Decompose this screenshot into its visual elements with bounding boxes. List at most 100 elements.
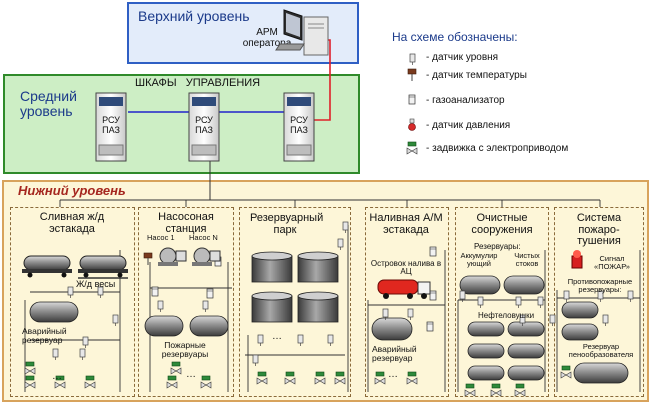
filling-title: Наливная А/М эстакада	[369, 212, 443, 236]
motor-valve-icon	[284, 371, 296, 385]
motor-valve-icon	[490, 383, 502, 397]
motor-valve-icon	[200, 375, 212, 389]
treatment-title: Очистные сооружения	[471, 212, 533, 236]
section-fire	[554, 207, 644, 397]
pump-fire-tank-1	[144, 315, 184, 337]
pump-title: Насосоная станция	[158, 211, 214, 235]
oil-trap-1	[467, 321, 505, 337]
treatment-oil-traps-label: Нефтеловушки	[478, 311, 535, 320]
level-sensor-icon	[515, 296, 522, 308]
filling-emergency-tank	[371, 317, 413, 341]
level-sensor-icon	[202, 300, 209, 312]
level-sensor-icon	[112, 314, 119, 326]
legend-item-5: - задвижка с электроприводом	[426, 143, 569, 154]
section-rail	[10, 207, 135, 397]
pump-n-label: Насос N	[189, 233, 218, 242]
tank-park-tank-2	[297, 251, 339, 283]
treatment-accum-label: Аккумулир ующий	[460, 251, 498, 268]
motor-valve-icon	[166, 375, 178, 389]
motor-valve-icon	[170, 361, 182, 375]
legend-title: На схеме обозначены:	[392, 30, 518, 44]
rail-cars	[22, 255, 128, 279]
legend-item-2: - датчик температуры	[426, 70, 527, 81]
section-pump	[138, 207, 234, 397]
fire-alarm-icon	[571, 250, 583, 269]
rail-emergency-tank	[29, 301, 79, 323]
level-sensor-icon	[67, 286, 74, 298]
level-sensor-icon	[597, 290, 604, 302]
motor-valve-icon	[24, 375, 36, 389]
level-sensor-icon	[519, 314, 526, 326]
level-sensor-icon	[477, 296, 484, 308]
level-sensor-icon	[257, 334, 264, 346]
fire-reservoir-2	[561, 323, 599, 341]
level-sensor-icon	[563, 290, 570, 302]
motor-valve-icon	[314, 371, 326, 385]
pump-dots: …	[186, 369, 196, 380]
rail-title: Сливная ж/д эстакада	[39, 211, 105, 235]
rail-dots: …	[52, 371, 62, 382]
level-sensor-icon	[459, 290, 466, 302]
level-sensor-icon	[157, 300, 164, 312]
fire-reservoir-1	[561, 301, 599, 319]
level-sensor-icon	[549, 314, 556, 326]
level-sensor-icon	[602, 314, 609, 326]
temperature-sensor-icon	[143, 252, 153, 265]
level-sensor-icon	[382, 308, 389, 320]
level-sensor-icon	[537, 296, 544, 308]
motor-valve-icon	[256, 371, 268, 385]
tank-park-tank-3	[251, 291, 293, 323]
oil-trap-6	[507, 365, 545, 381]
motor-valve-icon	[374, 371, 386, 385]
pump-1-label: Насос 1	[147, 233, 175, 242]
cabinets-title: ШКАФЫ УПРАВЛЕНИЯ	[135, 77, 261, 89]
tank-park-tank-1	[251, 251, 293, 283]
rail-scales-label: Ж/д весы	[76, 279, 116, 289]
legend-item-1: - датчик уровня	[426, 52, 499, 63]
gas-analyzer-icon	[426, 321, 434, 332]
section-treatment	[455, 207, 549, 397]
fire-title: Система пожаро- тушения	[576, 212, 622, 248]
fire-signal-label: Сигнал «ПОЖАР»	[594, 254, 630, 271]
level-sensor-icon	[297, 334, 304, 346]
pump-fire-tank-2	[189, 315, 229, 337]
rail-emergency-label: Аварийный резервуар	[22, 326, 67, 345]
pump-n-icon	[192, 247, 221, 266]
motor-valve-icon	[334, 371, 346, 385]
tank-park-title: Резервуарный парк	[250, 212, 324, 236]
pump-fire-tanks-label: Пожарные резервуары	[161, 340, 209, 359]
level-sensor-icon	[97, 286, 104, 298]
bottom-level-title: Нижний уровень	[18, 183, 126, 198]
level-sensor-icon	[82, 336, 89, 348]
temperature-sensor-icon	[407, 68, 417, 81]
pressure-sensor-icon	[408, 118, 416, 131]
treatment-clean-label: Чистых стоков	[514, 251, 540, 268]
filling-island-label: Островок налива в АЦ	[370, 259, 442, 277]
level-sensor-icon	[342, 221, 349, 233]
legend-item-3: - газоанализатор	[426, 95, 505, 106]
motor-valve-icon	[84, 375, 96, 389]
fire-foam-label: Резервуар пенообразователя	[568, 342, 634, 359]
treatment-tanks-label: Резервуары:	[474, 242, 521, 251]
oil-trap-5	[507, 343, 545, 359]
legend-item-4: - датчик давления	[426, 120, 511, 131]
level-sensor-icon	[407, 308, 414, 320]
gas-analyzer-icon	[429, 246, 437, 257]
motor-valve-icon	[406, 141, 418, 155]
gas-analyzer-icon	[206, 288, 214, 299]
treatment-accum-tank	[459, 275, 501, 295]
gas-analyzer-icon	[408, 94, 416, 105]
motor-valve-icon	[514, 383, 526, 397]
tank-park-tank-4	[297, 291, 339, 323]
foam-tank	[573, 362, 629, 384]
arm-label: АРМ оператора	[242, 27, 292, 49]
filling-dots: …	[388, 369, 398, 380]
